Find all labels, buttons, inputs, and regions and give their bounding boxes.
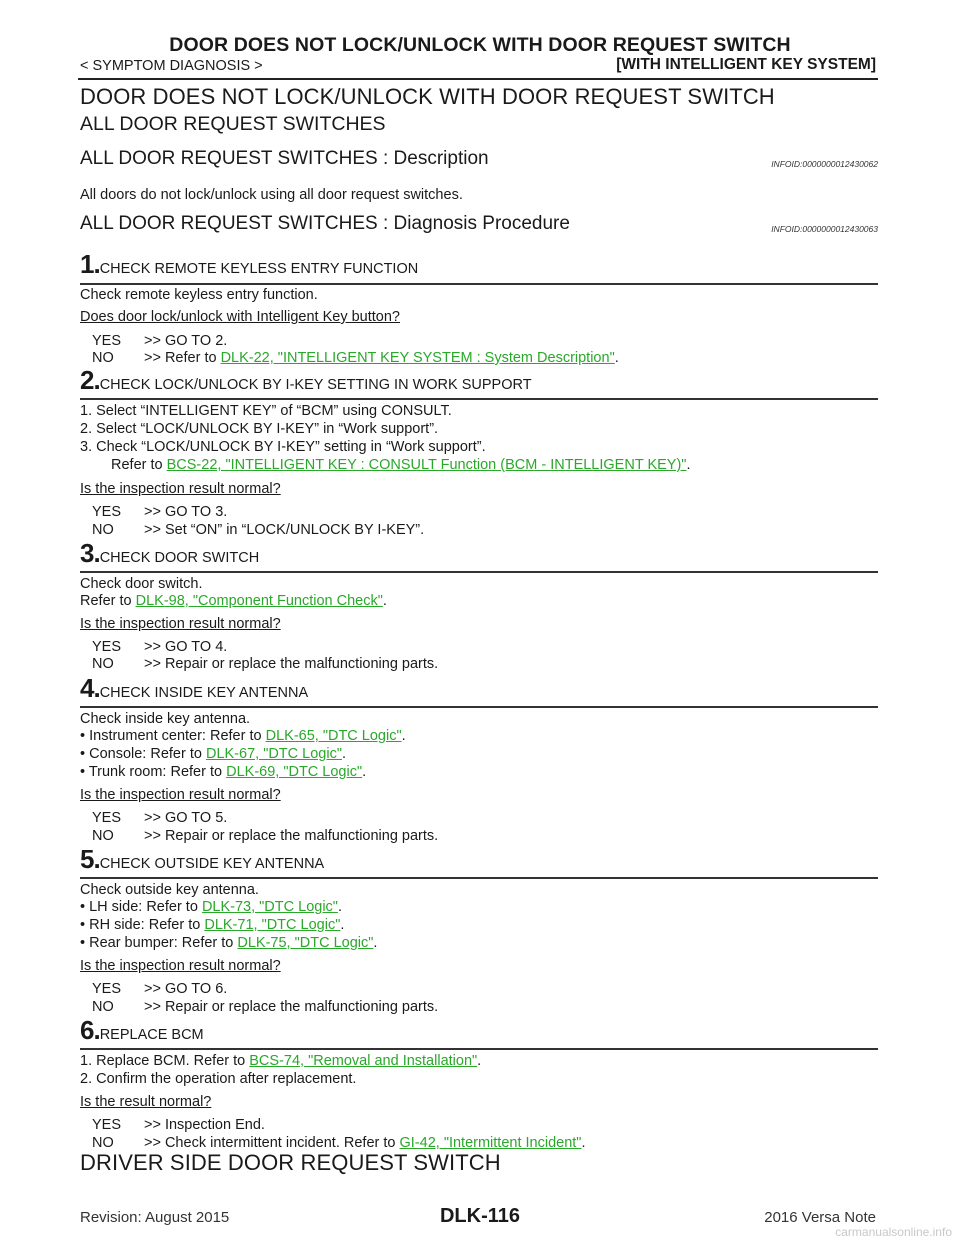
step-number: 3. xyxy=(80,538,101,568)
step-number: 5. xyxy=(80,844,101,874)
answer-no: NO>> Repair or replace the malfunctionin… xyxy=(92,828,439,844)
step-instruction: Check remote keyless entry function. xyxy=(80,287,318,303)
bullet-item: • Instrument center: Refer to DLK-65, "D… xyxy=(80,728,406,744)
step-3-header: 3.CHECK DOOR SWITCH xyxy=(80,538,259,569)
step-number: 6. xyxy=(80,1015,101,1045)
answer-no: NO>> Repair or replace the malfunctionin… xyxy=(92,656,439,672)
step-instruction: Check inside key antenna. xyxy=(80,711,251,727)
sub-title: ALL DOOR REQUEST SWITCHES xyxy=(80,113,386,135)
step-title: CHECK INSIDE KEY ANTENNA xyxy=(99,685,309,701)
step-6-header: 6.REPLACE BCM xyxy=(80,1015,204,1046)
step-question: Is the inspection result normal? xyxy=(80,481,281,497)
reference-link[interactable]: DLK-73, "DTC Logic" xyxy=(201,899,338,915)
answer-no: NO>> Set “ON” in “LOCK/UNLOCK BY I-KEY”. xyxy=(92,522,425,538)
step-title: CHECK OUTSIDE KEY ANTENNA xyxy=(99,856,325,872)
step-instruction: 2. Select “LOCK/UNLOCK BY I-KEY” in “Wor… xyxy=(80,421,439,437)
page-number: DLK-116 xyxy=(439,1205,521,1227)
reference-link[interactable]: GI-42, "Intermittent Incident" xyxy=(399,1135,582,1151)
step-question: Is the inspection result normal? xyxy=(80,958,281,974)
step-reference: Refer to DLK-98, "Component Function Che… xyxy=(80,593,387,609)
description-infoid: INFOID:0000000012430062 xyxy=(771,159,878,169)
step-divider xyxy=(80,571,878,573)
reference-link[interactable]: DLK-71, "DTC Logic" xyxy=(204,917,341,933)
diagnosis-heading: ALL DOOR REQUEST SWITCHES : Diagnosis Pr… xyxy=(80,213,570,234)
step-divider xyxy=(80,283,878,285)
step-1-header: 1.CHECK REMOTE KEYLESS ENTRY FUNCTION xyxy=(80,249,418,280)
diagnosis-infoid: INFOID:0000000012430063 xyxy=(771,224,878,234)
step-4-header: 4.CHECK INSIDE KEY ANTENNA xyxy=(80,673,308,704)
bullet-item: • RH side: Refer to DLK-71, "DTC Logic". xyxy=(80,917,345,933)
step-2-header: 2.CHECK LOCK/UNLOCK BY I-KEY SETTING IN … xyxy=(80,365,532,396)
bullet-item: • Console: Refer to DLK-67, "DTC Logic". xyxy=(80,746,347,762)
step-question: Is the inspection result normal? xyxy=(80,616,281,632)
next-section-heading: DRIVER SIDE DOOR REQUEST SWITCH xyxy=(80,1150,501,1175)
description-text: All doors do not lock/unlock using all d… xyxy=(80,187,463,203)
step-number: 4. xyxy=(80,673,101,703)
step-instruction: 1. Select “INTELLIGENT KEY” of “BCM” usi… xyxy=(80,403,452,419)
step-divider xyxy=(80,706,878,708)
answer-no: NO>> Check intermittent incident. Refer … xyxy=(92,1135,586,1151)
step-instruction: 1. Replace BCM. Refer to BCS-74, "Remova… xyxy=(80,1053,482,1069)
answer-yes: YES>> GO TO 3. xyxy=(92,504,228,520)
model-label: 2016 Versa Note xyxy=(764,1209,876,1226)
step-divider xyxy=(80,398,878,400)
breadcrumb: < SYMPTOM DIAGNOSIS > xyxy=(80,58,263,74)
answer-yes: YES>> Inspection End. xyxy=(92,1117,265,1133)
step-instruction: Check outside key antenna. xyxy=(80,882,259,898)
step-title: CHECK DOOR SWITCH xyxy=(99,550,260,566)
reference-link[interactable]: DLK-69, "DTC Logic" xyxy=(226,764,363,780)
step-number: 2. xyxy=(80,365,101,395)
step-question: Is the inspection result normal? xyxy=(80,787,281,803)
step-question: Does door lock/unlock with Intelligent K… xyxy=(80,309,400,325)
reference-link[interactable]: DLK-22, "INTELLIGENT KEY SYSTEM : System… xyxy=(220,350,615,366)
answer-yes: YES>> GO TO 4. xyxy=(92,639,228,655)
step-title: CHECK LOCK/UNLOCK BY I-KEY SETTING IN WO… xyxy=(99,377,532,393)
reference-link[interactable]: BCS-74, "Removal and Installation" xyxy=(249,1053,478,1069)
bullet-item: • Trunk room: Refer to DLK-69, "DTC Logi… xyxy=(80,764,367,780)
step-instruction: 3. Check “LOCK/UNLOCK BY I-KEY” setting … xyxy=(80,439,486,455)
reference-link[interactable]: BCS-22, "INTELLIGENT KEY : CONSULT Funct… xyxy=(166,457,687,473)
revision-label: Revision: August 2015 xyxy=(80,1209,230,1226)
answer-no: NO>> Refer to DLK-22, "INTELLIGENT KEY S… xyxy=(92,350,619,366)
answer-no: NO>> Repair or replace the malfunctionin… xyxy=(92,999,439,1015)
step-divider xyxy=(80,1048,878,1050)
reference-link[interactable]: DLK-65, "DTC Logic" xyxy=(265,728,402,744)
step-instruction: Check door switch. xyxy=(80,576,203,592)
bullet-item: • LH side: Refer to DLK-73, "DTC Logic". xyxy=(80,899,342,915)
step-instruction: 2. Confirm the operation after replaceme… xyxy=(80,1071,357,1087)
reference-link[interactable]: DLK-75, "DTC Logic" xyxy=(237,935,374,951)
step-5-header: 5.CHECK OUTSIDE KEY ANTENNA xyxy=(80,844,324,875)
reference-link[interactable]: DLK-98, "Component Function Check" xyxy=(135,593,383,609)
header-divider xyxy=(78,78,878,80)
bullet-item: • Rear bumper: Refer to DLK-75, "DTC Log… xyxy=(80,935,378,951)
reference-link[interactable]: DLK-67, "DTC Logic" xyxy=(205,746,342,762)
answer-yes: YES>> GO TO 6. xyxy=(92,981,228,997)
step-divider xyxy=(80,877,878,879)
watermark: carmanualsonline.info xyxy=(835,1225,952,1239)
step-title: CHECK REMOTE KEYLESS ENTRY FUNCTION xyxy=(99,261,419,277)
page-header-title: DOOR DOES NOT LOCK/UNLOCK WITH DOOR REQU… xyxy=(169,34,791,56)
step-number: 1. xyxy=(80,249,101,279)
step-question: Is the result normal? xyxy=(80,1094,212,1110)
system-label: [WITH INTELLIGENT KEY SYSTEM] xyxy=(616,56,876,73)
main-title: DOOR DOES NOT LOCK/UNLOCK WITH DOOR REQU… xyxy=(80,84,775,109)
step-reference: Refer to BCS-22, "INTELLIGENT KEY : CONS… xyxy=(111,457,691,473)
description-heading: ALL DOOR REQUEST SWITCHES : Description xyxy=(80,148,489,169)
answer-yes: YES>> GO TO 2. xyxy=(92,333,228,349)
answer-yes: YES>> GO TO 5. xyxy=(92,810,228,826)
step-title: REPLACE BCM xyxy=(99,1027,204,1043)
